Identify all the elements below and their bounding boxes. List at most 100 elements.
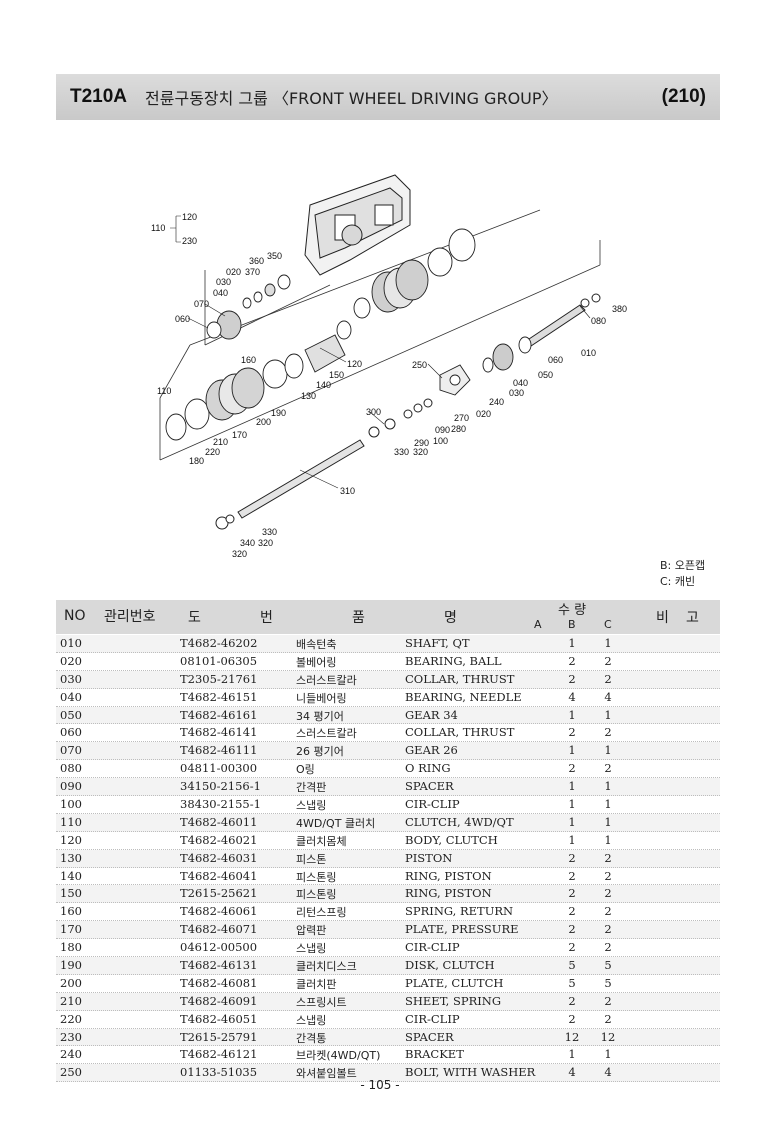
qty-c: 4 (604, 1065, 612, 1080)
callout-label: 350 (267, 251, 282, 261)
qty-b: 12 (564, 1029, 580, 1044)
part-name-korean: 26 평기어 (296, 745, 344, 759)
qty-c: 2 (604, 922, 612, 937)
part-name-english: CIR-CLIP (405, 940, 460, 955)
qty-c: 2 (604, 993, 612, 1008)
qty-b: 1 (568, 743, 576, 758)
callout-label: 230 (182, 236, 197, 246)
exploded-parts-diagram: 110 120 230 360 350 020 370 030 040 070 … (151, 174, 627, 559)
part-name-korean: 스러스트칼라 (296, 727, 357, 741)
qty-b: 1 (568, 1047, 576, 1062)
transmission-case (304, 174, 411, 276)
callout-label: 040 (513, 378, 528, 388)
part-number-no: 070 (60, 743, 82, 758)
qty-c: 1 (604, 743, 612, 758)
callout-label: 050 (538, 370, 553, 380)
parts-table-header: NO 관리번호 도 번 품 명 수 량 A B C 비 고 (56, 600, 720, 634)
qty-b: 1 (568, 707, 576, 722)
qty-b: 1 (568, 779, 576, 794)
callout-label: 290 (414, 438, 429, 448)
part-name-korean: 볼베어링 (296, 655, 337, 669)
qty-c: 2 (604, 725, 612, 740)
part-number-no: 170 (60, 922, 82, 937)
part-name-korean: 압력판 (296, 924, 327, 938)
part-name-korean: 간격통 (296, 1031, 327, 1045)
drawing-number: T4682-46061 (180, 904, 258, 919)
qty-c: 5 (604, 975, 612, 990)
qty-c: 2 (604, 850, 612, 865)
drawing-number: T4682-46041 (180, 868, 258, 883)
part-name-korean: 리턴스프링 (296, 906, 347, 920)
part-number-no: 040 (60, 689, 82, 704)
qty-c: 1 (604, 779, 612, 794)
part-name-korean: O링 (296, 763, 315, 777)
part-name-english: COLLAR, THRUST (405, 671, 515, 686)
qty-c: 2 (604, 761, 612, 776)
part-name-korean: 브라켓(4WD/QT) (296, 1049, 381, 1063)
legend-b: B: 오픈캡 (660, 559, 706, 572)
callout-label: 250 (412, 360, 427, 370)
callout-label: 040 (213, 288, 228, 298)
drawing-number: 34150-2156-1 (180, 779, 261, 794)
callout-label: 120 (347, 359, 362, 369)
part-name-english: COLLAR, THRUST (405, 725, 515, 740)
part-name-english: SHAFT, QT (405, 636, 470, 650)
qty-b: 2 (568, 850, 576, 865)
drawing-number: 38430-2155-1 (180, 797, 261, 812)
part-name-korean: 피스톤링 (296, 870, 337, 884)
header-name-2: 명 (444, 610, 457, 626)
callout-label: 030 (509, 388, 524, 398)
callout-label: 070 (194, 299, 209, 309)
callout-label: 020 (226, 267, 241, 277)
callout-label: 270 (454, 413, 469, 423)
part-name-korean: 스냅링 (296, 799, 327, 813)
part-number-no: 210 (60, 993, 82, 1008)
long-shaft (215, 398, 433, 530)
part-name-korean: 클러치디스크 (296, 960, 357, 974)
drawing-number: T2305-21761 (180, 671, 258, 686)
bracket-and-gear (439, 336, 532, 396)
callout-label: 320 (258, 538, 273, 548)
callout-label: 100 (433, 436, 448, 446)
drawing-number: T4682-46081 (180, 975, 258, 990)
part-name-english: GEAR 26 (405, 743, 458, 758)
part-number-no: 180 (60, 940, 82, 955)
part-name-english: CIR-CLIP (405, 797, 460, 812)
callout-label: 060 (175, 314, 190, 324)
title-bar: T210A 전륜구동장치 그룹 〈FRONT WHEEL DRIVING GRO… (56, 74, 720, 120)
qty-b: 5 (568, 975, 576, 990)
part-number-no: 160 (60, 904, 82, 919)
drawing-number: T4682-46051 (180, 1011, 258, 1026)
part-name-korean: 스냅링 (296, 1013, 327, 1027)
part-name-korean: 클러치판 (296, 977, 337, 991)
part-name-english: CLUTCH, 4WD/QT (405, 814, 514, 829)
drawing-number: T4682-46121 (180, 1047, 258, 1062)
page-number: - 105 - (360, 1078, 400, 1092)
part-number-no: 240 (60, 1047, 82, 1062)
part-number-no: 050 (60, 707, 82, 722)
model-code: T210A (70, 86, 128, 107)
drawing-number: 04811-00300 (180, 761, 258, 776)
header-no: NO (64, 608, 86, 624)
header-qty-c: C (604, 618, 612, 631)
part-number-no: 150 (60, 886, 82, 901)
callout-label: 170 (232, 430, 247, 440)
drawing-number: T2615-25621 (180, 886, 258, 901)
qty-b: 2 (568, 922, 576, 937)
callout-label: 120 (182, 212, 197, 222)
qty-b: 5 (568, 958, 576, 973)
part-number-no: 230 (60, 1029, 82, 1044)
